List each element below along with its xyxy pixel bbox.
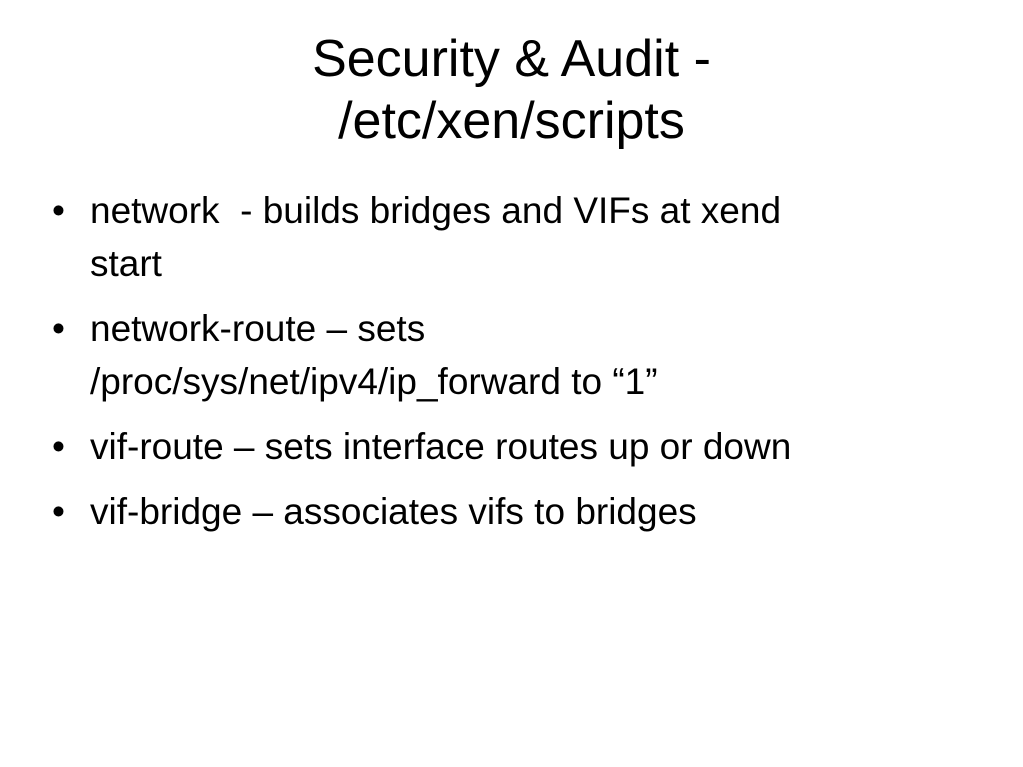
- bullet-text: vif-route – sets interface routes up or …: [90, 420, 992, 473]
- bullet-icon: •: [52, 308, 65, 349]
- bullet-item-vif-bridge: • vif-bridge – associates vifs to bridge…: [52, 485, 992, 538]
- bullet-text: network - builds bridges and VIFs at xen…: [90, 184, 992, 290]
- bullet-text: network-route – sets /proc/sys/net/ipv4/…: [90, 302, 992, 408]
- bullet-icon: •: [52, 426, 65, 467]
- bullet-text-line: vif-bridge – associates vifs to bridges: [90, 491, 697, 532]
- bullet-text-line: network - builds bridges and VIFs at xen…: [90, 190, 782, 231]
- bullet-list: • network - builds bridges and VIFs at x…: [52, 184, 992, 550]
- bullet-text-line: start: [90, 243, 162, 284]
- bullet-icon: •: [52, 491, 65, 532]
- bullet-icon: •: [52, 190, 65, 231]
- bullet-item-network: • network - builds bridges and VIFs at x…: [52, 184, 992, 290]
- slide-title: Security & Audit - /etc/xen/scripts: [0, 28, 1023, 152]
- slide-title-line: Security & Audit -: [312, 30, 711, 88]
- bullet-item-vif-route: • vif-route – sets interface routes up o…: [52, 420, 992, 473]
- bullet-text-line: network-route – sets: [90, 308, 426, 349]
- bullet-text-line: /proc/sys/net/ipv4/ip_forward to “1”: [90, 361, 658, 402]
- bullet-item-network-route: • network-route – sets /proc/sys/net/ipv…: [52, 302, 992, 408]
- bullet-text: vif-bridge – associates vifs to bridges: [90, 485, 992, 538]
- bullet-text-line: vif-route – sets interface routes up or …: [90, 426, 792, 467]
- slide-title-line: /etc/xen/scripts: [338, 92, 685, 150]
